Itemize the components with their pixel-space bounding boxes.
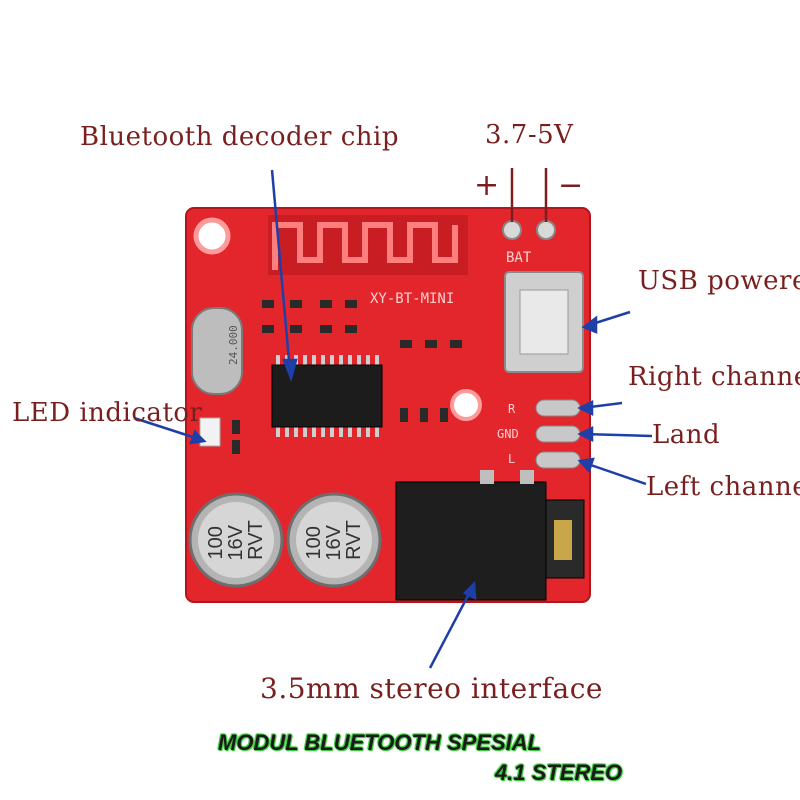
antenna-trace — [272, 222, 458, 270]
svg-text:100 16V RVT: 100 16V RVT — [205, 519, 267, 560]
chip-pin — [303, 427, 307, 437]
pad-gnd — [535, 425, 581, 443]
cap1-voltage: 16V — [225, 524, 247, 560]
chip-pin — [375, 355, 379, 365]
bat-silk: BAT — [506, 250, 532, 266]
chip-pin — [339, 355, 343, 365]
chip-pin — [330, 355, 334, 365]
pad-r — [535, 399, 581, 417]
capacitor-1: 100 16V RVT — [188, 492, 284, 588]
chip-pin — [339, 427, 343, 437]
chip-pin — [357, 427, 361, 437]
usb-port — [519, 289, 569, 355]
label-voltage: 3.7-5V — [485, 120, 574, 150]
cap1-value: 100 — [205, 526, 227, 559]
crystal-label: 24.000 — [227, 325, 240, 365]
arrow-chip — [270, 169, 292, 373]
banner-line-1: MODUL BLUETOOTH SPESIAL — [218, 730, 542, 755]
cap1-brand: RVT — [245, 520, 267, 560]
label-decoder-chip: Bluetooth decoder chip — [80, 122, 400, 152]
chip-pin — [312, 427, 316, 437]
label-right-channel: Right channel — [628, 362, 800, 392]
chip-pin — [348, 427, 352, 437]
arrow-l — [581, 460, 647, 486]
label-left-channel: Left channel — [646, 472, 800, 502]
chip-pin — [357, 355, 361, 365]
arrow-gnd — [581, 432, 653, 438]
crystal — [191, 307, 243, 395]
chip-pin — [303, 355, 307, 365]
model-silk: XY-BT-MINI — [370, 291, 454, 307]
banner-line-2: 4.1 STEREO — [495, 760, 623, 785]
chip-pin — [330, 427, 334, 437]
chip-pin — [294, 427, 298, 437]
label-led: LED indicator — [12, 398, 203, 428]
board-hole — [450, 389, 482, 421]
cap2-brand: RVT — [343, 520, 365, 560]
cap2-voltage: 16V — [323, 524, 345, 560]
cap2-value: 100 — [303, 526, 325, 559]
chip-pin — [276, 427, 280, 437]
chip-pin — [321, 427, 325, 437]
capacitor-2: 100 16V RVT — [286, 492, 382, 588]
chip-pin — [348, 355, 352, 365]
arrow-led — [133, 416, 203, 442]
decoder-chip — [271, 364, 383, 428]
chip-pin — [285, 427, 289, 437]
label-usb: USB powered — [638, 266, 800, 296]
decoder-chip-pins — [276, 355, 379, 437]
arrow-jack — [428, 587, 474, 669]
audio-jack — [395, 470, 585, 601]
label-land: Land — [652, 420, 721, 450]
smd-components — [232, 300, 462, 454]
chip-pin — [321, 355, 325, 365]
svg-text:100 16V RVT: 100 16V RVT — [303, 519, 365, 560]
gnd-silk: GND — [497, 427, 519, 441]
r-silk: R — [508, 402, 516, 416]
led — [199, 417, 221, 447]
bat-minus-pad — [536, 220, 556, 240]
bat-plus-pad — [502, 220, 522, 240]
annotation-arrows — [133, 168, 653, 669]
chip-pin — [312, 355, 316, 365]
chip-pin — [366, 355, 370, 365]
pad-l — [535, 451, 581, 469]
chip-pin — [375, 427, 379, 437]
l-silk: L — [508, 452, 515, 466]
label-minus: − — [558, 168, 584, 203]
mounting-hole — [193, 217, 231, 255]
chip-pin — [366, 427, 370, 437]
chip-pin — [276, 355, 280, 365]
label-jack: 3.5mm stereo interface — [260, 672, 603, 705]
label-plus: + — [474, 168, 500, 203]
